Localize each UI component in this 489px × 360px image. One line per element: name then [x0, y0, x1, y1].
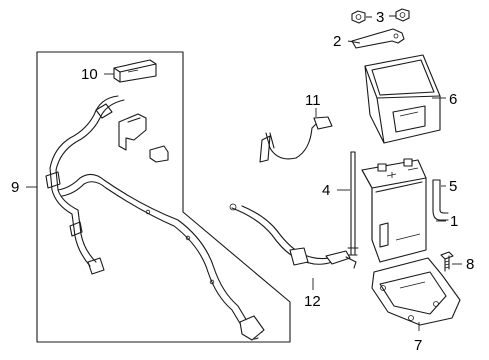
wire-harness — [45, 95, 265, 341]
battery-tray — [371, 257, 461, 326]
nuts — [351, 8, 410, 24]
callout-7: 7 — [414, 337, 422, 354]
harness-inset-frame — [36, 51, 291, 343]
negative-cable — [229, 203, 357, 269]
battery-box — [364, 54, 441, 144]
positive-cable — [259, 116, 333, 163]
bolt — [440, 251, 454, 272]
callout-11: 11 — [305, 92, 321, 109]
harness-brackets — [118, 113, 169, 163]
vent-tube — [432, 179, 449, 221]
hold-down-bracket — [351, 28, 405, 49]
battery — [361, 158, 427, 263]
vent-rod — [347, 151, 359, 256]
fuse-block — [113, 59, 157, 83]
callout-5: 5 — [449, 178, 457, 195]
callout-10: 10 — [81, 66, 98, 83]
callout-12: 12 — [304, 293, 321, 310]
callout-8: 8 — [466, 256, 474, 273]
callout-9: 9 — [11, 179, 19, 196]
callout-2: 2 — [333, 33, 341, 50]
callout-6: 6 — [449, 91, 457, 108]
battery-terminal-right — [403, 158, 413, 167]
callout-1: 1 — [450, 213, 458, 230]
battery-terminal-left — [377, 163, 387, 172]
callout-3: 3 — [376, 9, 384, 26]
leader-lines — [26, 15, 462, 331]
callout-4: 4 — [322, 182, 330, 199]
